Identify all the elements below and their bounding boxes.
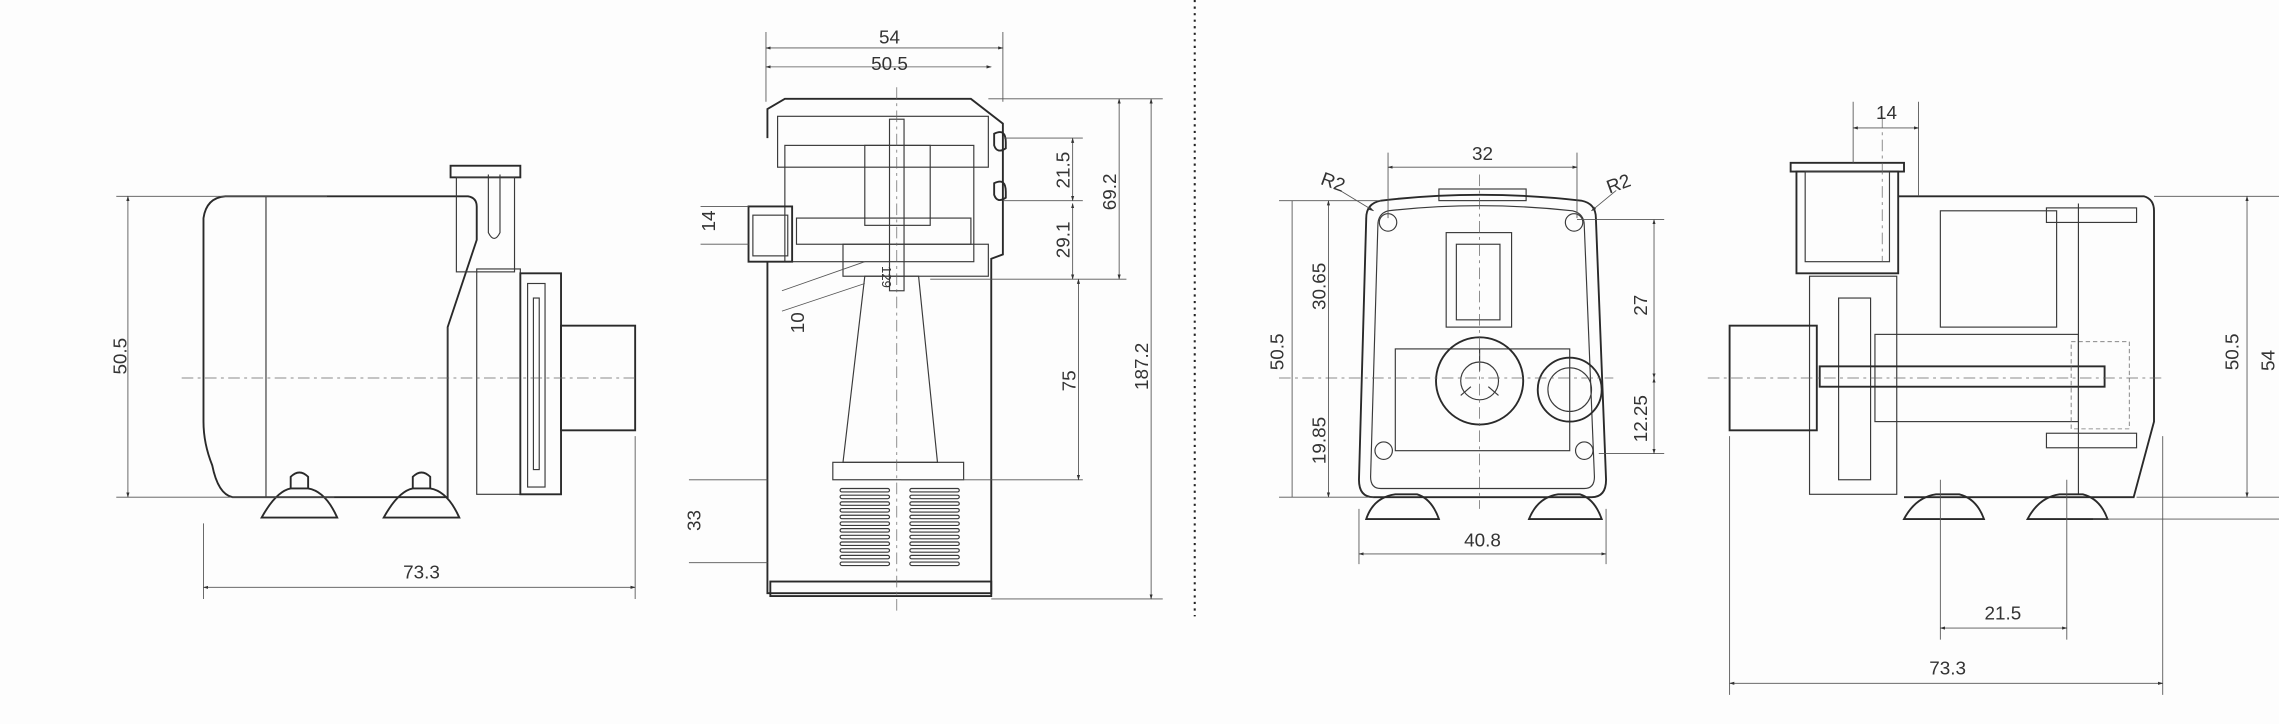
grille-slot xyxy=(839,494,891,500)
section-inlet-label: 14 xyxy=(699,210,720,231)
front-top-width-label: 32 xyxy=(1472,144,1493,165)
grille-slot xyxy=(839,521,891,526)
grille-slot xyxy=(909,514,960,520)
grille-slot xyxy=(909,494,960,500)
side-height-label: 50.5 xyxy=(110,338,131,375)
grille-slot xyxy=(909,548,960,553)
section-right-b-label: 69.2 xyxy=(1100,174,1121,211)
suction-foot xyxy=(260,471,339,519)
grille-slot xyxy=(839,528,891,533)
rear-width-label: 73.3 xyxy=(1929,659,1966,680)
front-upper-label: 30.65 xyxy=(1310,263,1331,310)
front-radius-right-label: R2 xyxy=(1604,170,1634,198)
intake-grille xyxy=(839,487,960,567)
section-top-inner-label: 50.5 xyxy=(871,54,908,75)
inner-mark-label: 129 xyxy=(879,266,894,288)
rear-view: 14 21.5 73.3 50.5 54 xyxy=(1707,101,2279,695)
suction-foot xyxy=(382,471,461,519)
section-right-d-label: 75 xyxy=(1060,370,1081,391)
grille-slot xyxy=(909,561,960,567)
rear-height-outer-label: 54 xyxy=(2259,350,2279,371)
grille-slot xyxy=(839,501,891,506)
grille-slot xyxy=(839,561,891,567)
side-view: 50.5 73.3 xyxy=(110,164,640,599)
front-lower-label: 19.85 xyxy=(1310,417,1331,464)
grille-slot xyxy=(839,541,891,547)
section-view: 129 54 50.5 21.5 69.2 29.1 75 187.2 14 xyxy=(685,28,1163,611)
section-top-outer-label: 54 xyxy=(879,28,900,49)
grille-slot xyxy=(909,507,960,513)
grille-slot xyxy=(839,534,891,540)
front-right-lower-label: 12.25 xyxy=(1631,395,1652,442)
section-right-a-label: 21.5 xyxy=(1054,152,1075,189)
front-height-label: 50.5 xyxy=(1267,333,1288,370)
grille-slot xyxy=(909,501,960,506)
grille-slot xyxy=(909,528,960,533)
rear-feet-spacing-label: 21.5 xyxy=(1984,603,2021,624)
rear-height-inner-label: 50.5 xyxy=(2222,333,2243,370)
front-view: 32 R2 R2 50.5 30.65 19.85 27 12.25 40.8 xyxy=(1267,144,1665,565)
grille-slot xyxy=(909,541,960,547)
grille-slot xyxy=(909,554,960,560)
section-grille-label: 33 xyxy=(685,510,706,531)
section-gap-label: 10 xyxy=(788,312,809,333)
grille-slot xyxy=(839,507,891,513)
grille-slot xyxy=(839,554,891,560)
front-right-upper-label: 27 xyxy=(1631,295,1652,316)
front-base-width-label: 40.8 xyxy=(1464,531,1501,552)
grille-slot xyxy=(839,548,891,553)
side-width-label: 73.3 xyxy=(403,563,440,584)
rear-outlet-label: 14 xyxy=(1876,103,1897,124)
grille-slot xyxy=(909,521,960,526)
grille-slot xyxy=(839,514,891,520)
section-total-height-label: 187.2 xyxy=(1132,343,1153,390)
grille-slot xyxy=(909,487,960,493)
section-right-c-label: 29.1 xyxy=(1054,222,1075,259)
grille-slot xyxy=(839,487,891,493)
grille-slot xyxy=(909,534,960,540)
